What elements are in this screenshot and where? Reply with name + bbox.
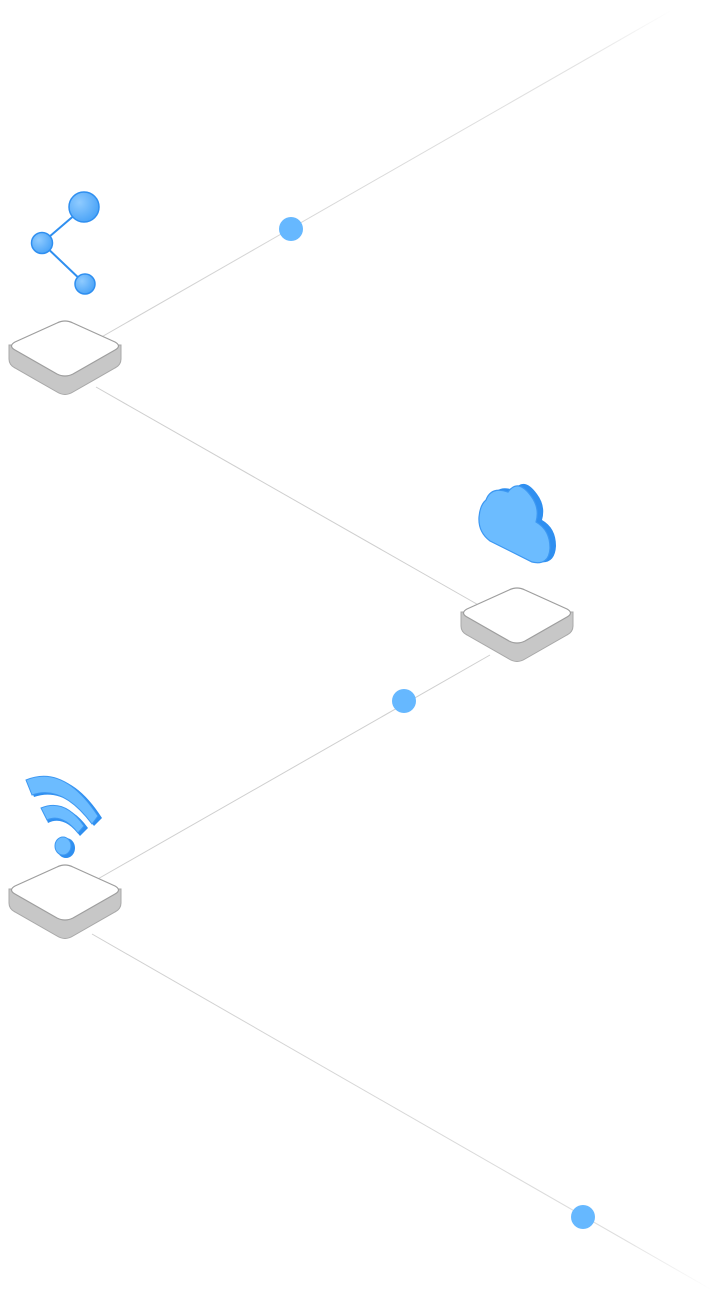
connector-line-middle (95, 654, 491, 881)
platform-wifi (8, 864, 122, 939)
cloud-icon (478, 483, 556, 564)
platform-share (8, 320, 122, 395)
connector-line-upper-diagonal (95, 386, 483, 608)
connector-dot-bottom (571, 1205, 595, 1229)
connector-line-bottom (91, 933, 713, 1291)
connector-line-top (97, 9, 673, 340)
wifi-icon (25, 775, 102, 858)
connector-dot-top (279, 217, 303, 241)
share-icon (30, 191, 100, 295)
platform-cloud (460, 587, 574, 662)
connector-dot-middle (392, 689, 416, 713)
